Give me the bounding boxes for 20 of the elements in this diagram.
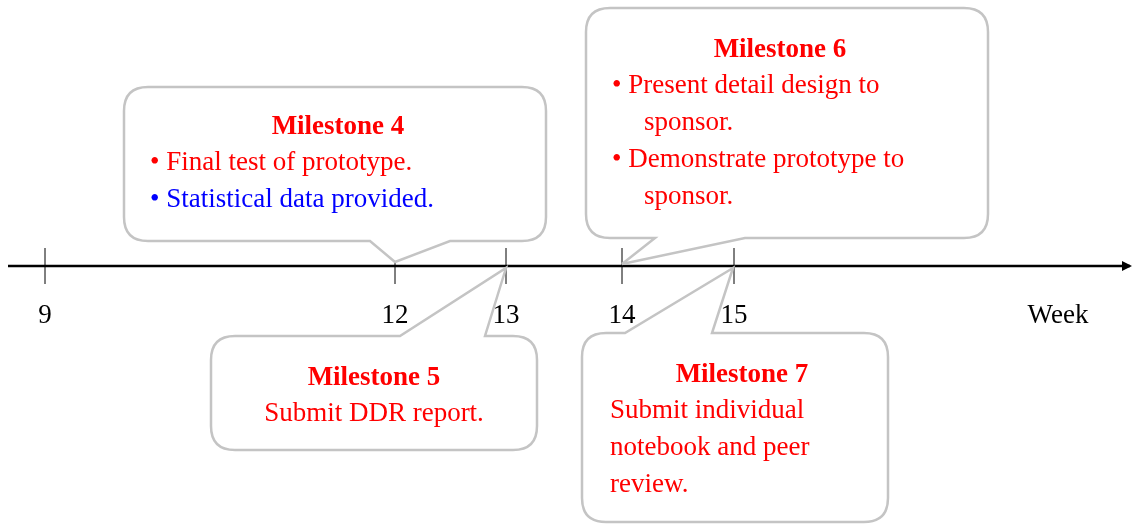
milestone-heading: Milestone 7	[674, 357, 810, 390]
callout-bubble	[580, 264, 890, 524]
milestone-heading: Milestone 5	[306, 360, 442, 393]
milestone-heading: Milestone 6	[712, 32, 848, 65]
milestone-heading: Milestone 4	[270, 109, 406, 142]
milestone-text: Submit DDR report.	[263, 396, 485, 429]
callout-bubble	[209, 264, 539, 452]
callout-bubble	[584, 6, 990, 268]
bullet-item: • Demonstrate prototype to sponsor.	[612, 142, 906, 212]
callout-bubble	[122, 85, 548, 266]
bullet-item: • Final test of prototype.	[150, 145, 414, 178]
milestone-text: Submit individual notebook and peer review.	[610, 393, 811, 500]
bullet-item: • Present detail design to sponsor.	[612, 68, 881, 138]
tick-label: 12	[381, 298, 409, 330]
axis-unit-label: Week	[1027, 298, 1089, 330]
tick-label: 14	[608, 298, 636, 330]
tick-label: 13	[492, 298, 520, 330]
tick-label: 9	[38, 298, 52, 330]
bullet-item: • Statistical data provided.	[150, 182, 435, 215]
tick-label: 15	[720, 298, 748, 330]
